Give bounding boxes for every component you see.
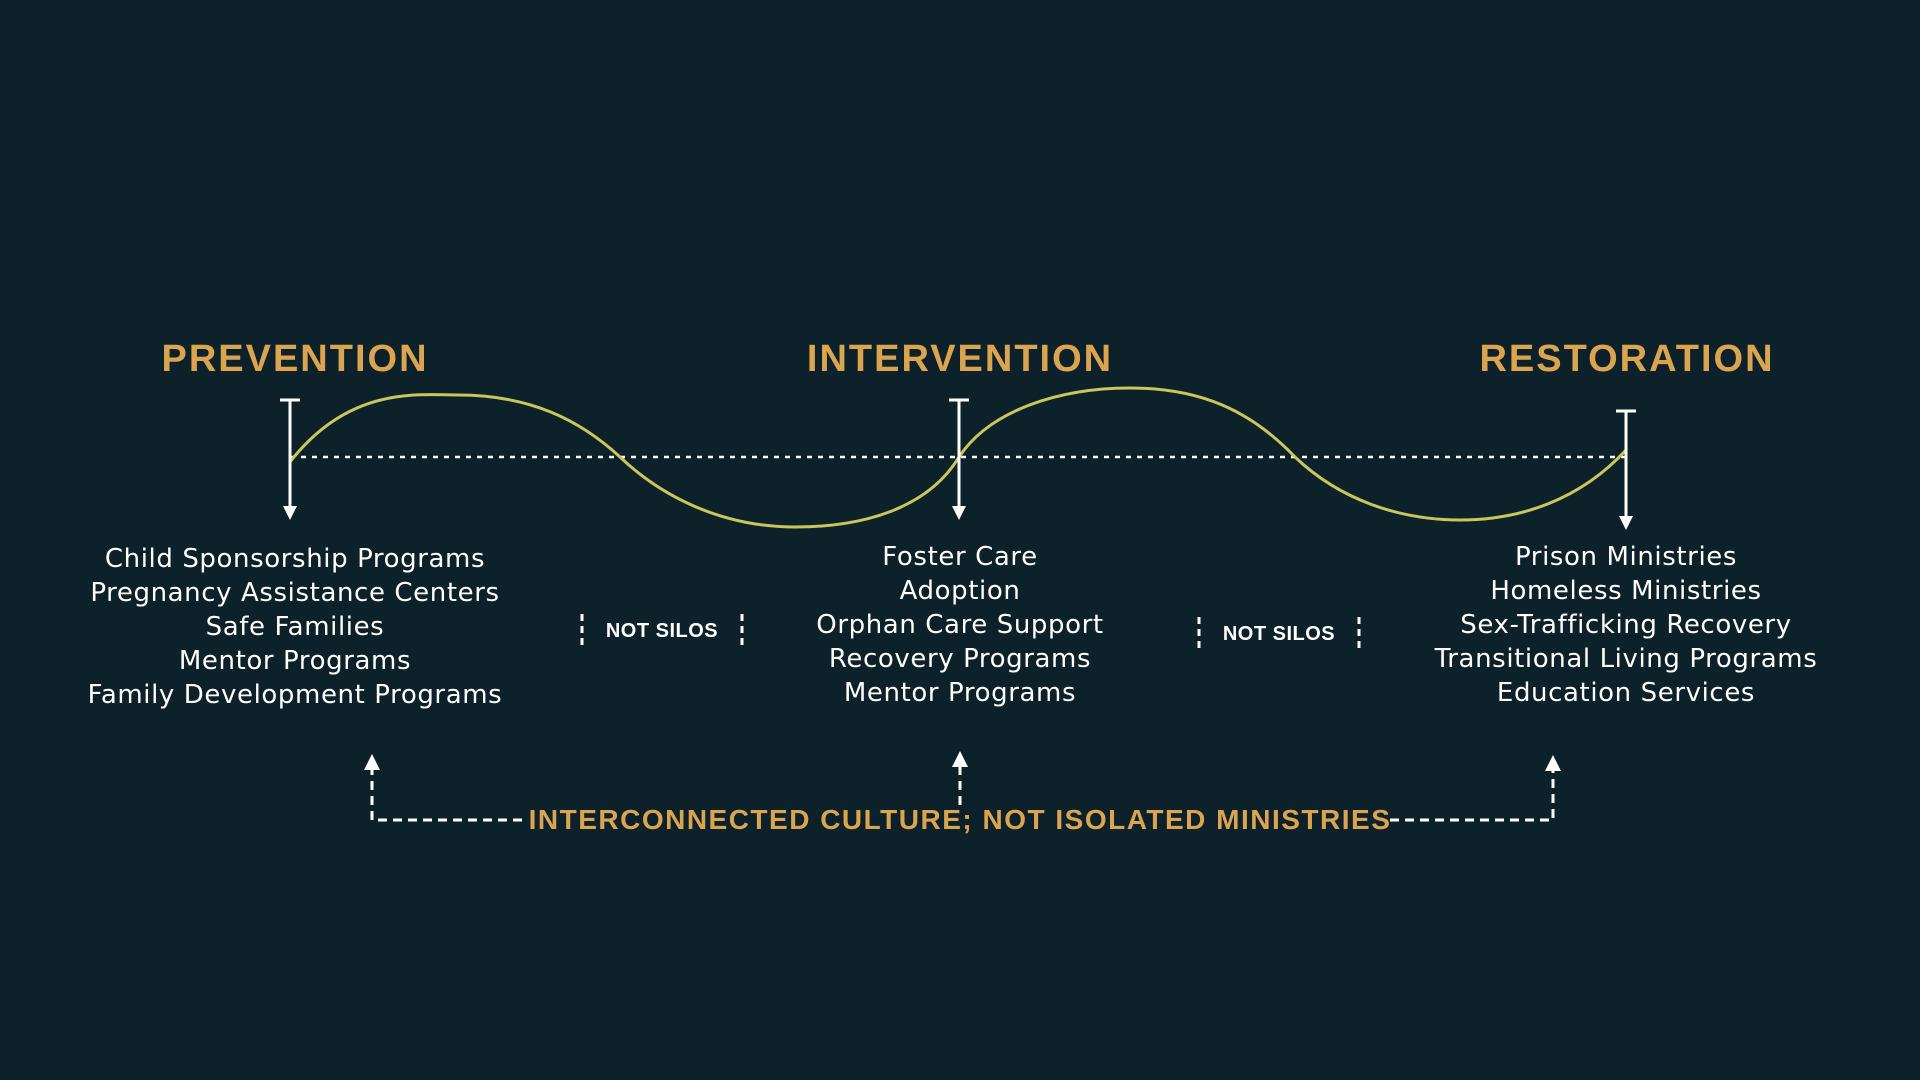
arrow-up-icon [952,751,968,767]
list-item: Homeless Ministries [1490,576,1762,606]
list-item: Orphan Care Support [816,610,1104,640]
list-item: Pregnancy Assistance Centers [90,578,500,608]
restoration-marker [1616,409,1636,530]
list-item: Mentor Programs [178,646,412,676]
arrow-up-icon [1545,755,1561,771]
list-item: Safe Families [205,612,385,642]
prevention-list: Child Sponsorship Programs Pregnancy Ass… [15,542,575,712]
list-item: Adoption [899,576,1021,606]
list-item: Prison Ministries [1514,542,1738,572]
list-item: Recovery Programs [828,644,1092,674]
list-item: Child Sponsorship Programs [104,544,486,574]
interconnected-culture-label: INTERCONNECTED CULTURE; NOT ISOLATED MIN… [528,804,1392,835]
prevention-marker [280,398,300,520]
silo-separator-1-bars [580,614,744,648]
phase-title-restoration: RESTORATION [1479,338,1775,380]
arrow-down-icon [952,506,966,520]
silo-separator-2-bars [1197,617,1361,651]
phase-title-intervention: INTERVENTION [806,338,1114,380]
list-item: Education Services [1496,678,1756,708]
arrow-down-icon [283,506,297,520]
intervention-list: Foster Care Adoption Orphan Care Support… [680,540,1240,710]
interconnect-connector [370,766,1555,822]
list-item: Sex-Trafficking Recovery [1460,610,1792,640]
list-item: Transitional Living Programs [1434,644,1818,674]
phase-title-prevention: PREVENTION [161,338,429,380]
list-item: Family Development Programs [87,680,503,710]
arrow-up-icon [364,754,380,770]
arrow-down-icon [1619,516,1633,530]
intervention-marker [949,398,969,520]
list-item: Mentor Programs [843,678,1077,708]
not-silos-label-1: NOT SILOS [605,620,719,642]
list-item: Foster Care [882,542,1038,572]
not-silos-label-2: NOT SILOS [1222,623,1336,645]
restoration-list: Prison Ministries Homeless Ministries Se… [1346,540,1906,710]
